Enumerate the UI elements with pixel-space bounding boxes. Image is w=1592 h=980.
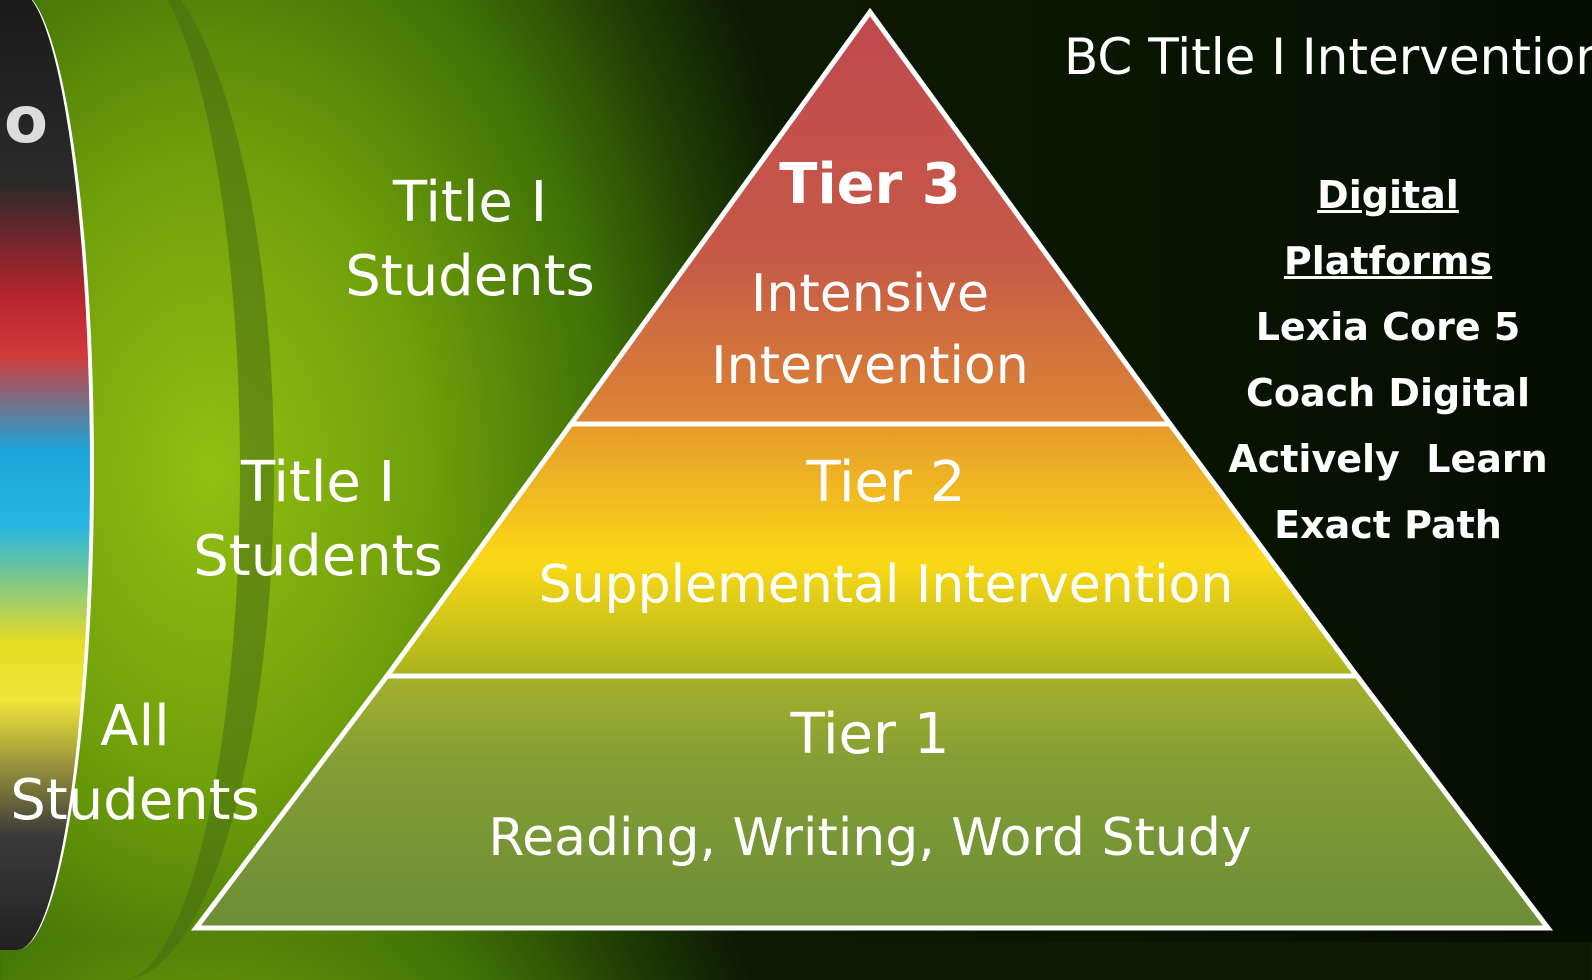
side-label-line2: Students	[10, 768, 260, 833]
tier-3-desc-line1: Intensive	[751, 264, 989, 324]
platform-item: Coach Digital	[1245, 371, 1531, 415]
side-label-line1: Title I	[240, 450, 396, 515]
side-label-line2: Students	[345, 244, 595, 309]
platform-item: Actively Learn	[1228, 437, 1548, 481]
pyramid-diagram	[190, 12, 1554, 931]
side-label-tier-3: Title I Students	[330, 166, 610, 314]
side-label-line1: All	[100, 694, 170, 759]
platform-item: Exact Path	[1274, 503, 1502, 547]
platforms-heading: Digital Platforms	[1283, 173, 1493, 283]
slide-title: BC Title I Intervention	[1064, 28, 1592, 86]
tier-1-name: Tier 1	[790, 702, 950, 767]
tier-1-description: Reading, Writing, Word Study	[488, 808, 1252, 868]
tier-3-desc-line2: Intervention	[711, 336, 1029, 396]
platform-item: Lexia Core 5	[1255, 305, 1521, 349]
tier-3-description: Intensive Intervention	[660, 258, 1080, 402]
photo-letter: o	[4, 84, 48, 158]
side-label-tier-2: Title I Students	[178, 446, 458, 594]
tier-3-name: Tier 3	[779, 152, 961, 217]
tier-2-description: Supplemental Intervention	[538, 555, 1234, 615]
digital-platforms-list: Digital Platforms Lexia Core 5 Coach Dig…	[1208, 162, 1568, 558]
side-label-line2: Students	[193, 524, 443, 589]
side-label-line1: Title I	[392, 170, 548, 235]
tier-2-name: Tier 2	[806, 450, 966, 515]
tier-1-band	[190, 673, 1554, 931]
side-label-tier-1: All Students	[0, 690, 270, 838]
